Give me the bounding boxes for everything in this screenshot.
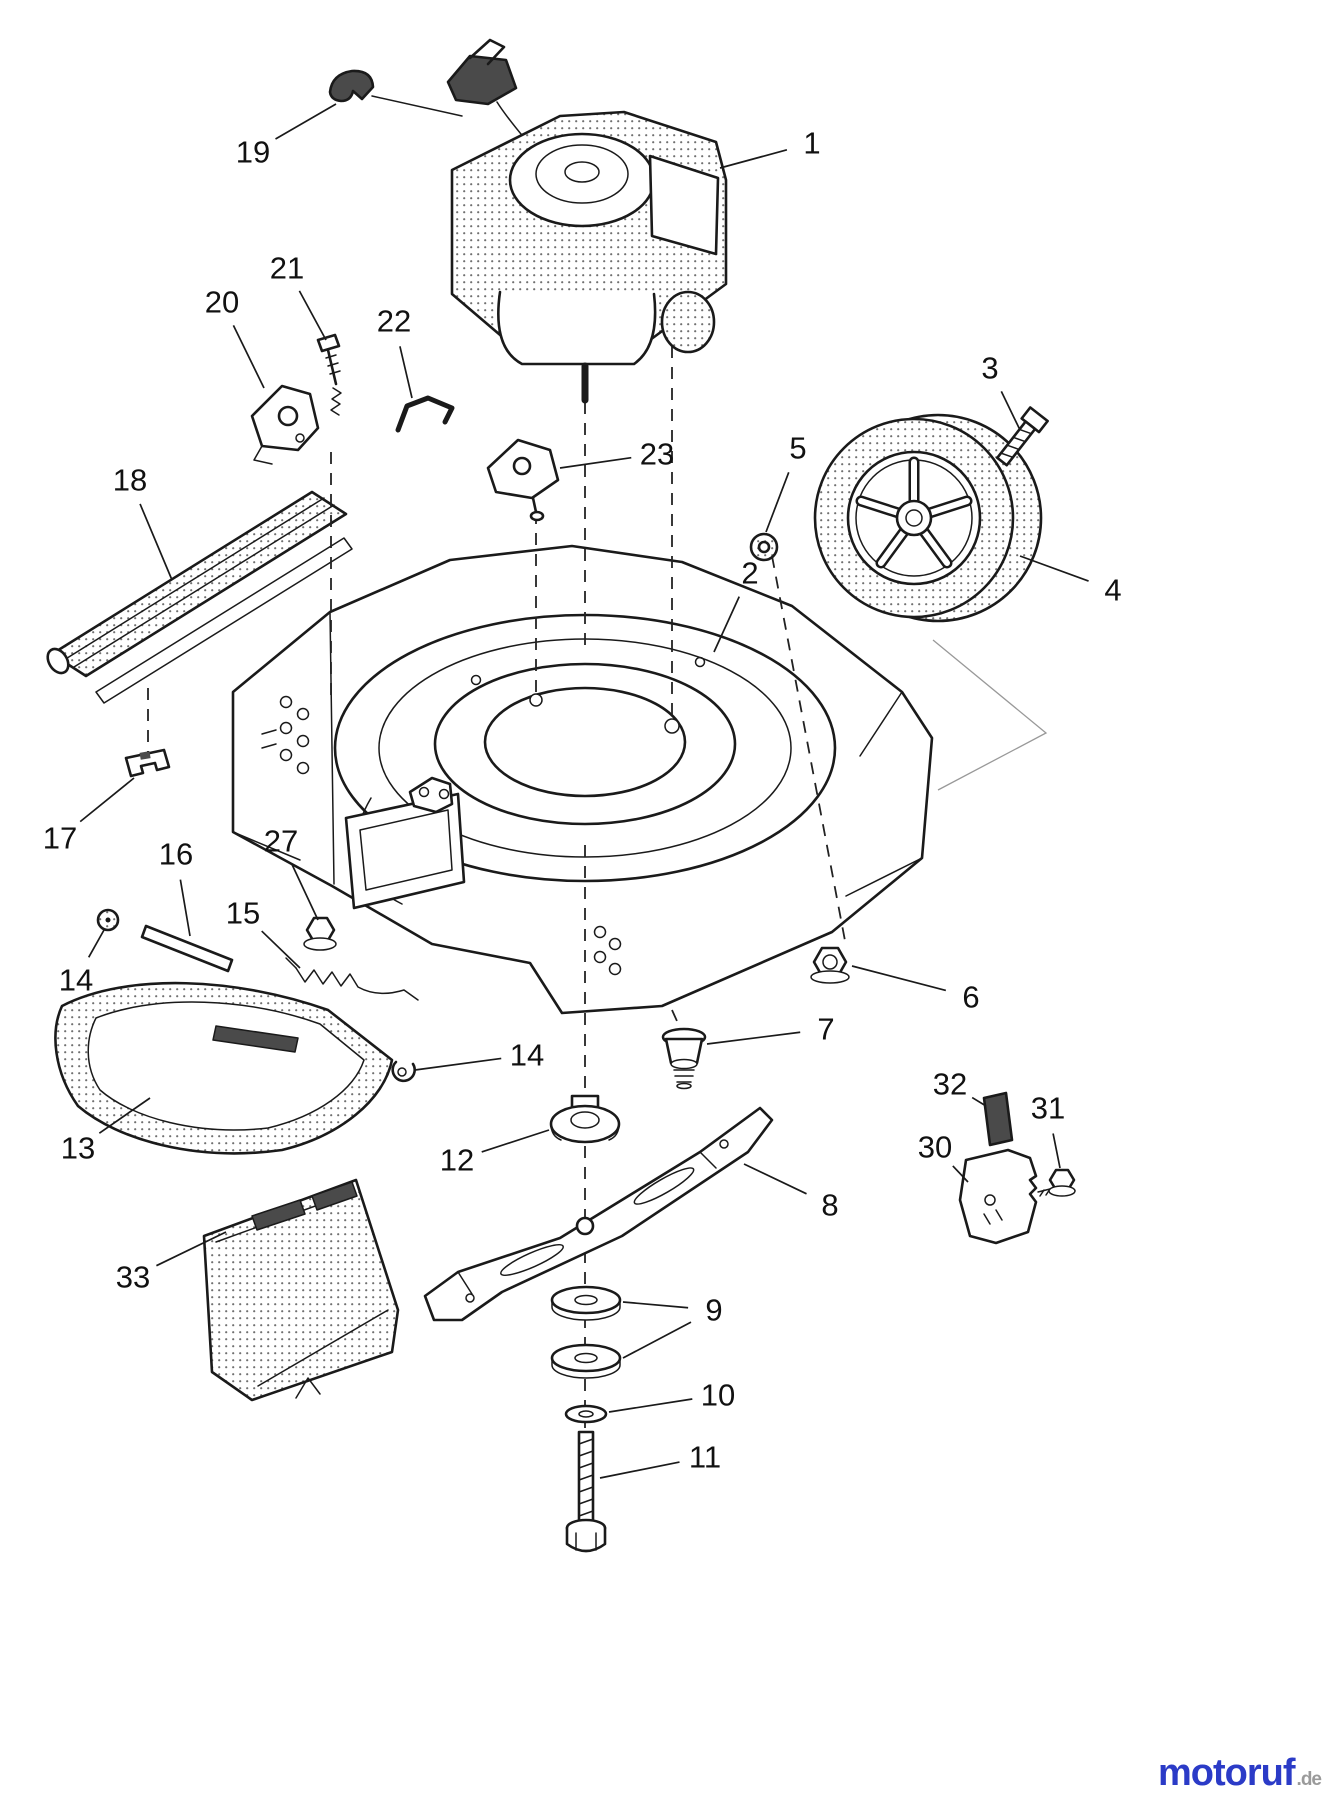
logo-text[interactable]: motoruf: [1158, 1752, 1296, 1794]
callout-leader: [399, 346, 413, 399]
mulch-plate-illustration: [202, 1178, 400, 1402]
callout-leader: [971, 1096, 987, 1107]
callout-leader: [952, 1165, 969, 1183]
deflector-illustration: [54, 981, 394, 1155]
logo-tld: .de: [1296, 1769, 1322, 1790]
callout-label-27: 27: [264, 824, 298, 859]
callout-label-23: 23: [640, 437, 674, 472]
axle-washer-illustration: [749, 532, 779, 562]
nut-31-illustration: [1048, 1168, 1076, 1197]
callout-label-32: 32: [933, 1067, 967, 1102]
callout-label-14: 14: [59, 963, 93, 998]
callout-label-22: 22: [377, 304, 411, 339]
callout-leader: [743, 1163, 807, 1195]
callout-leader: [275, 103, 337, 140]
callout-leader: [291, 864, 319, 921]
callout-label-2: 2: [741, 556, 758, 591]
blade-illustration: [423, 1106, 774, 1322]
callout-leader: [79, 777, 135, 823]
clip-17-illustration: [124, 748, 171, 778]
bracket-30-32-illustration: [958, 1091, 1076, 1245]
flange-nut-6-illustration: [810, 946, 850, 984]
callout-label-9: 9: [705, 1293, 722, 1328]
callout-leader: [481, 1129, 550, 1153]
callout-leader: [599, 1461, 680, 1479]
callout-label-20: 20: [205, 285, 239, 320]
callout-label-14: 14: [510, 1038, 544, 1073]
side-rail-illustration: [46, 490, 353, 704]
wheel-illustration: [813, 413, 1043, 623]
axle-bolt-illustration: [995, 406, 1049, 467]
throttle-control-illustration: [446, 38, 546, 167]
callout-leader: [1019, 555, 1089, 582]
callout-leader: [179, 879, 191, 937]
callout-label-19: 19: [236, 135, 270, 170]
callout-label-1: 1: [803, 126, 820, 161]
pin-14-illustration: [96, 908, 120, 932]
motoruf-logo[interactable]: motoruf.de: [1158, 1752, 1322, 1794]
callout-leader: [298, 290, 327, 341]
bracket-23-illustration: [486, 438, 560, 522]
callout-leader: [1000, 391, 1021, 431]
callout-leader: [139, 503, 173, 581]
callout-label-11: 11: [689, 1440, 721, 1475]
callout-leader: [156, 1231, 227, 1267]
callout-leader: [414, 1057, 502, 1071]
callout-layer: 19 1 21 20 22 3 23 5 18 2 4 17 16 27 15 14 6 7 14 13 12 32 31 3…: [43, 103, 1122, 1479]
callout-label-17: 17: [43, 821, 77, 856]
callout-label-4: 4: [1104, 573, 1121, 608]
clip-14b-illustration: [391, 1060, 416, 1083]
construction-line: [932, 639, 1048, 791]
callout-label-18: 18: [113, 463, 147, 498]
rod-16-illustration: [140, 924, 234, 973]
callout-label-13: 13: [61, 1131, 95, 1166]
shoulder-bolt-7-illustration: [661, 1009, 707, 1090]
callout-leader: [1052, 1133, 1061, 1169]
callout-leader: [98, 1097, 151, 1134]
callout-leader: [87, 929, 105, 958]
callout-leader: [622, 1301, 689, 1309]
blade-washer-illustrations: [550, 1285, 622, 1379]
lock-washer-illustration: [564, 1404, 608, 1424]
flange-nut-27-illustration: [303, 916, 337, 951]
rod-22-illustration: [395, 395, 455, 433]
callout-label-16: 16: [159, 837, 193, 872]
callout-label-31: 31: [1031, 1091, 1065, 1126]
callout-leader: [608, 1398, 693, 1413]
callout-leader: [261, 930, 301, 969]
callout-leader: [706, 1031, 801, 1045]
callout-leader: [713, 596, 740, 653]
blade-bolt-illustration: [565, 1430, 607, 1553]
deck-illustration: [231, 544, 934, 1015]
callout-leader: [559, 456, 632, 469]
clip-19-illustration: [328, 69, 375, 103]
callout-label-33: 33: [116, 1260, 150, 1295]
callout-label-12: 12: [440, 1143, 474, 1178]
callout-leader: [622, 1321, 692, 1359]
callout-leader: [851, 965, 947, 992]
blade-adapter-illustration: [549, 1094, 621, 1144]
callout-label-6: 6: [962, 980, 979, 1015]
screw-21-illustration: [316, 333, 342, 416]
bracket-20-illustration: [250, 384, 320, 465]
callout-leader: [232, 324, 265, 389]
assembly-axis-lines: [147, 346, 847, 1428]
callout-label-10: 10: [701, 1378, 735, 1413]
callout-label-7: 7: [817, 1012, 834, 1047]
engine-illustration: [371, 38, 728, 404]
callout-leader: [719, 148, 788, 169]
callout-label-8: 8: [821, 1188, 838, 1223]
callout-leader: [765, 471, 790, 533]
callout-label-21: 21: [270, 251, 304, 286]
spring-15-illustration: [285, 957, 419, 1001]
callout-label-3: 3: [981, 351, 998, 386]
callout-label-30: 30: [918, 1130, 952, 1165]
callout-label-5: 5: [789, 431, 806, 466]
callout-label-15: 15: [226, 896, 260, 931]
